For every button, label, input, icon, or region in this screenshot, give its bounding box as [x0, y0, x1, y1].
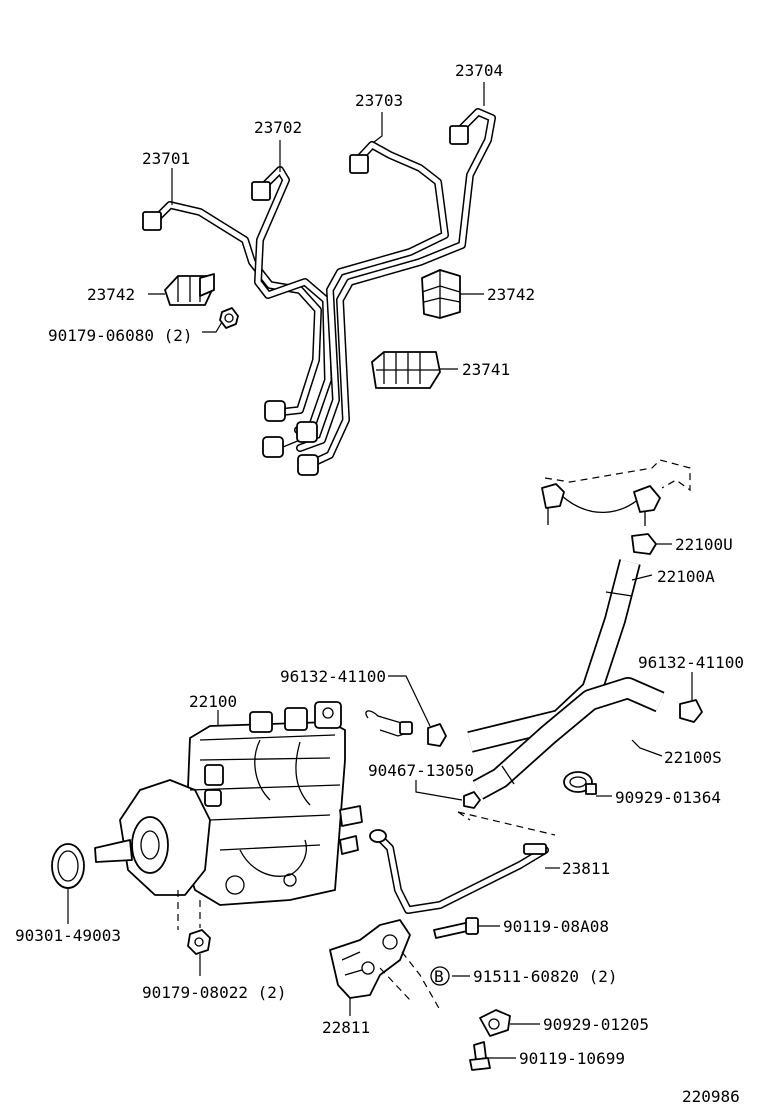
injection-pipe-23701[interactable] — [142, 201, 322, 422]
injection-pipe-23704[interactable] — [297, 108, 496, 476]
injection-pump-22100[interactable] — [94, 701, 363, 906]
hose-clamp-96132-left[interactable] — [427, 723, 447, 747]
reference-marker-b: B — [434, 967, 444, 986]
pipe-clamp-23742-left[interactable] — [164, 273, 215, 306]
bolt-90119-08A08[interactable] — [433, 917, 479, 939]
label-22100S: 22100S — [664, 748, 722, 767]
label-22100: 22100 — [189, 692, 237, 711]
hose-22100S[interactable] — [472, 677, 665, 800]
label-90467-13050: 90467-13050 — [368, 761, 474, 780]
label-90929-01205: 90929-01205 — [543, 1015, 649, 1034]
label-23811: 23811 — [562, 859, 610, 878]
label-90119-10699: 90119-10699 — [519, 1049, 625, 1068]
label-23742-left: 23742 — [87, 285, 135, 304]
label-90179-08022: 90179-08022 (2) — [142, 983, 287, 1002]
fuel-tube-23811[interactable] — [369, 829, 549, 914]
label-23742-right: 23742 — [487, 285, 535, 304]
label-91511-60820: 91511-60820 (2) — [473, 967, 618, 986]
hose-22100A[interactable] — [467, 559, 641, 753]
o-ring-90301-49003[interactable] — [51, 843, 85, 889]
label-23703: 23703 — [355, 91, 403, 110]
sensor-22811[interactable] — [329, 919, 411, 999]
label-22100U: 22100U — [675, 535, 733, 554]
illustration-number: 220986 — [682, 1087, 740, 1106]
label-90179-06080: 90179-06080 (2) — [48, 326, 193, 345]
label-90119-08A08: 90119-08A08 — [503, 917, 609, 936]
label-23702: 23702 — [254, 118, 302, 137]
hose-clamp-90467-13050[interactable] — [463, 791, 481, 809]
label-22100A: 22100A — [657, 567, 715, 586]
pipe-clamp-23742-right[interactable] — [421, 269, 461, 319]
label-96132-41100-left: 96132-41100 — [280, 667, 386, 686]
label-22811: 22811 — [322, 1018, 370, 1037]
pipe-clamp-23741[interactable] — [371, 351, 441, 389]
hose-clamp-90929-01364[interactable] — [563, 771, 597, 795]
label-90301-49003: 90301-49003 — [15, 926, 121, 945]
bolt-90929-01205[interactable] — [479, 1009, 511, 1037]
hose-clamp-96132-right[interactable] — [679, 699, 703, 723]
fitting-small — [365, 710, 413, 737]
bracket-top-right — [541, 459, 691, 526]
hose-clamp-22100U[interactable] — [631, 533, 657, 555]
bolt-90179-06080[interactable] — [219, 307, 239, 329]
label-90929-01364: 90929-01364 — [615, 788, 721, 807]
label-96132-41100-right: 96132-41100 — [638, 653, 744, 672]
label-23741: 23741 — [462, 360, 510, 379]
label-23704: 23704 — [455, 61, 503, 80]
label-23701: 23701 — [142, 149, 190, 168]
reference-circle-b — [430, 966, 450, 986]
injection-pipe-23702[interactable] — [251, 166, 332, 458]
nut-90179-08022[interactable] — [187, 929, 211, 955]
injection-pipe-23703[interactable] — [296, 141, 449, 452]
bolt-90119-10699[interactable] — [469, 1041, 491, 1071]
